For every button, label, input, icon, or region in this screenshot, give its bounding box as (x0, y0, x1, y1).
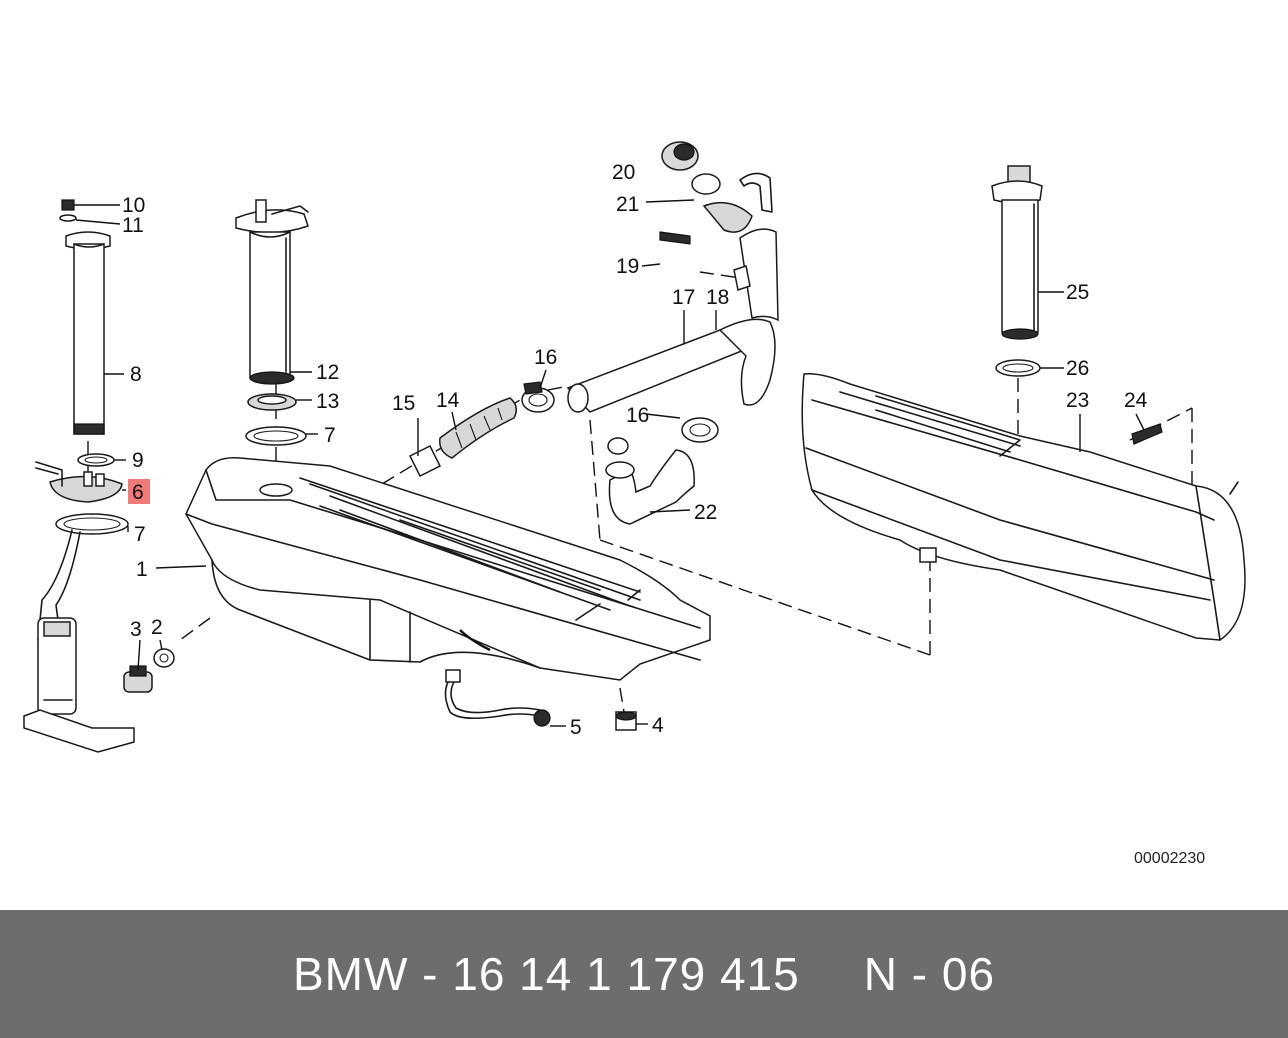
callout-11: 11 (122, 214, 144, 237)
callout-22: 22 (694, 501, 717, 524)
callout-17: 17 (672, 286, 695, 309)
callout-15: 15 (392, 392, 415, 415)
small-parts (123, 648, 637, 731)
callout-7-left: 7 (134, 523, 146, 546)
callout-10: 10 (122, 194, 145, 217)
fuel-tank-right (801, 372, 1246, 641)
callout-13: 13 (316, 390, 339, 413)
callout-12: 12 (316, 361, 339, 384)
catalog-number: 00002230 (1134, 850, 1205, 867)
callout-5: 5 (570, 716, 582, 739)
fuel-sender-unit-center (235, 199, 309, 446)
fuel-sender-unit-left (23, 199, 135, 753)
part-number: BMW - 16 14 1 179 415 (292, 948, 800, 1000)
callout-leader-lines (74, 199, 1145, 727)
callout-8: 8 (130, 363, 142, 386)
callout-23: 23 (1066, 389, 1089, 412)
callout-labels: 10 11 8 9 6 7 12 13 7 1 3 2 15 14 16 17 … (122, 161, 1148, 739)
fuel-tank (185, 457, 711, 681)
part-info-footer: BMW - 16 14 1 179 415 N - 06 (0, 910, 1288, 1038)
callout-19: 19 (616, 255, 639, 278)
callout-25: 25 (1066, 281, 1089, 304)
diagram-position: N - 06 (863, 948, 996, 1000)
callout-16-lower: 16 (626, 404, 649, 427)
exploded-view-drawing: 10 11 8 9 6 7 12 13 7 1 3 2 15 14 16 17 … (23, 141, 1246, 867)
callout-24: 24 (1124, 389, 1148, 412)
parts-diagram: 10 11 8 9 6 7 12 13 7 1 3 2 15 14 16 17 … (23, 141, 1246, 867)
filler-neck-and-hoses (408, 141, 779, 525)
callout-7-center: 7 (324, 424, 336, 447)
callout-9: 9 (132, 449, 144, 472)
highlight-marker (128, 479, 150, 504)
callout-6-highlighted: 6 (132, 481, 144, 504)
callout-4: 4 (652, 714, 664, 737)
callout-26: 26 (1066, 357, 1089, 380)
fuel-sender-unit-right (991, 165, 1163, 445)
callout-2: 2 (151, 616, 163, 639)
callout-16-upper: 16 (534, 346, 557, 369)
callout-1: 1 (136, 558, 148, 581)
callout-3: 3 (130, 618, 142, 641)
callout-20: 20 (612, 161, 635, 184)
callout-18: 18 (706, 286, 729, 309)
callout-14: 14 (436, 389, 460, 412)
callout-21: 21 (616, 193, 639, 216)
